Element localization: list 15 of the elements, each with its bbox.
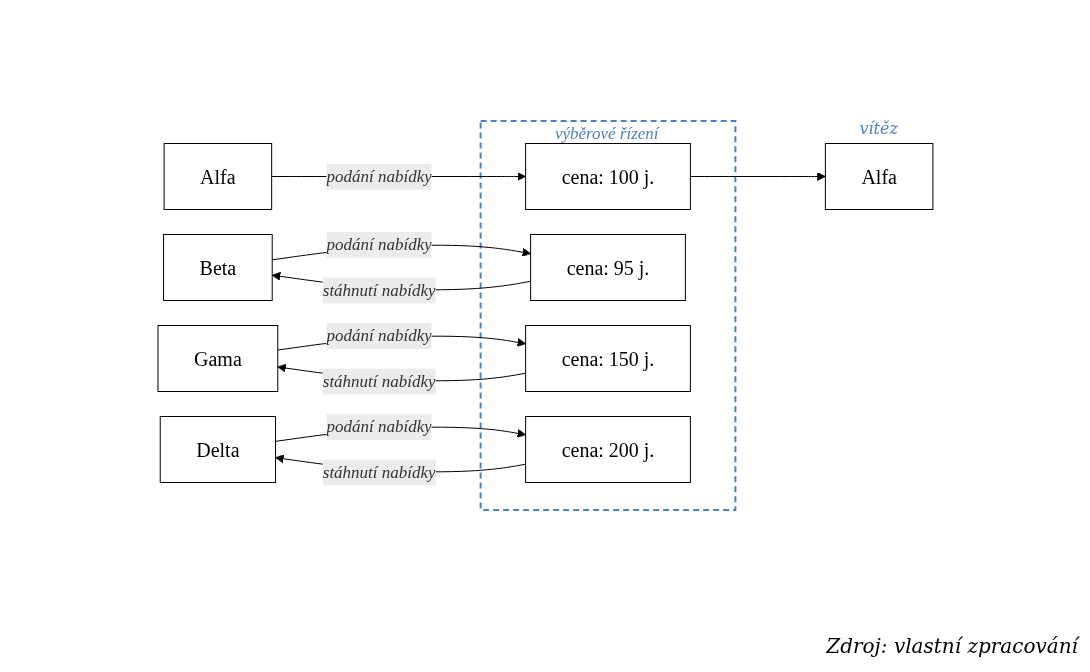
node-box: Alfa — [163, 142, 272, 210]
caption: Zdroj: vlastní zpracování — [826, 634, 1078, 658]
node-caption: vítěz — [858, 119, 899, 138]
edge-label: stáhnutí nabídky — [322, 371, 436, 390]
edge-label: stáhnutí nabídky — [322, 280, 436, 299]
node-box: Beta — [162, 233, 273, 301]
node-box: cena: 95 j. — [529, 233, 686, 301]
node-box: Gama — [157, 324, 278, 392]
node-box: cena: 200 j. — [524, 415, 691, 483]
node-box: Delta — [159, 415, 276, 483]
node-box: cena: 150 j. — [524, 324, 691, 392]
node-box: Alfa — [824, 142, 933, 210]
arrow — [689, 171, 826, 181]
edge-label: stáhnutí nabídky — [322, 462, 436, 481]
node-box: cena: 100 j. — [524, 142, 691, 210]
